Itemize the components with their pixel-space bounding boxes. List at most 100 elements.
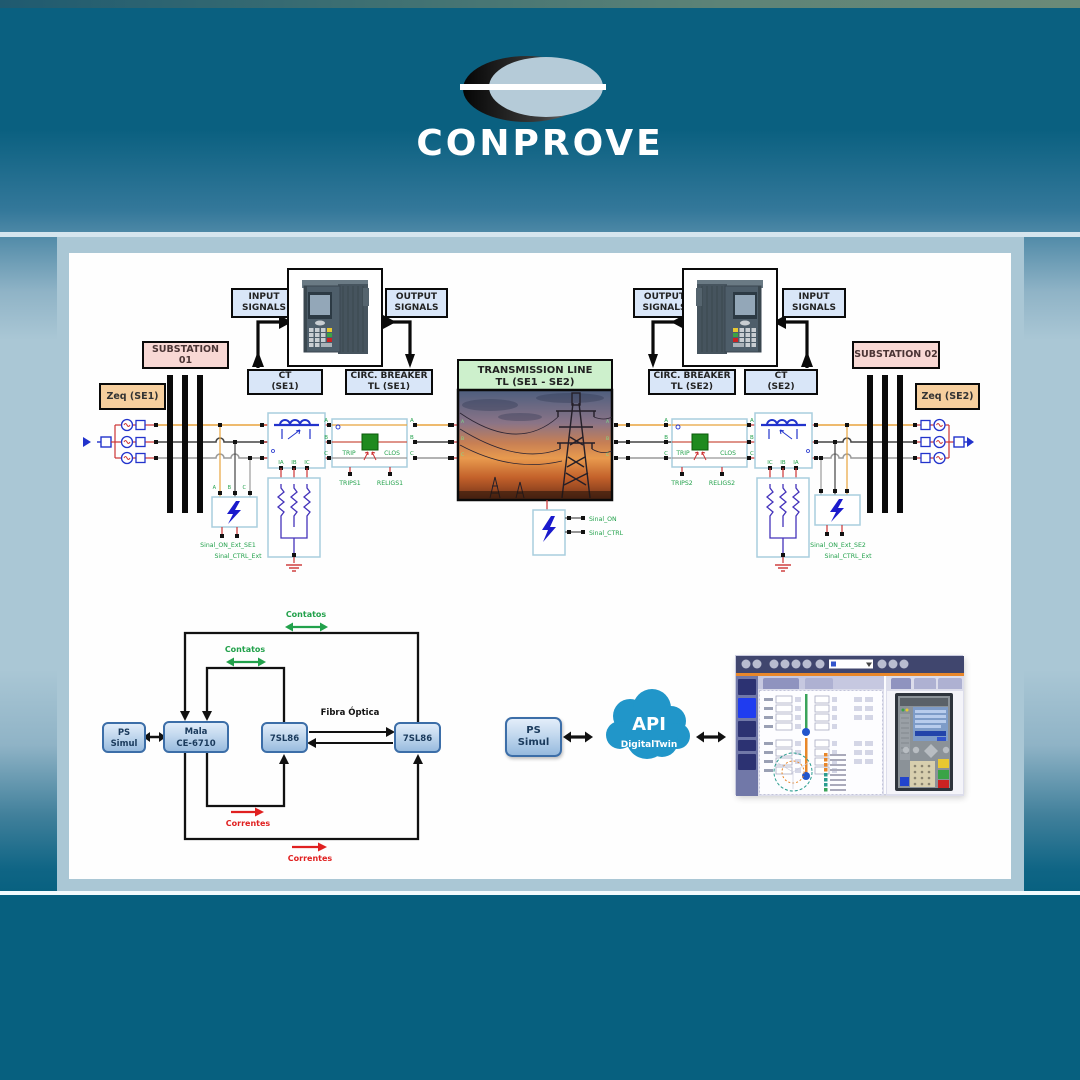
top-gradient-band bbox=[0, 0, 1080, 8]
tab-hmi bbox=[891, 678, 911, 689]
brk1-port: A bbox=[410, 418, 414, 424]
relay-hmi-image bbox=[895, 693, 953, 791]
input-signals-l1: INPUT bbox=[248, 292, 280, 303]
circ-breaker-se2-l1: CIRC. BREAKER bbox=[653, 371, 731, 382]
fault1-port-a: A bbox=[213, 485, 217, 491]
ct2-ic: IC bbox=[767, 460, 773, 466]
transmission-tower-photo bbox=[456, 388, 614, 502]
zeq-se1-label: Zeq (SE1) bbox=[99, 383, 166, 410]
religs1-label: RELIGS1 bbox=[377, 480, 403, 487]
sinal-on-label: Sinal_ON bbox=[589, 516, 617, 523]
test-setup-diagram-svg: Fibra Óptica Contatos Contatos Correntes bbox=[102, 610, 441, 863]
sinal-ctrl-label: Sinal_CTRL bbox=[589, 530, 624, 537]
breaker2-trip: TRIP bbox=[675, 450, 690, 457]
breaker-state-square bbox=[691, 433, 709, 451]
output-signals-l2: SIGNALS bbox=[394, 303, 439, 313]
input-signals-l2: SIGNALS bbox=[242, 303, 286, 313]
phasor-diagram bbox=[773, 752, 846, 792]
sidebar-button-active bbox=[738, 698, 756, 718]
ct-se2-l1: CT bbox=[774, 371, 788, 382]
brk1-port: B bbox=[410, 435, 414, 441]
relay-photo-se1 bbox=[287, 268, 383, 367]
ground-icon bbox=[775, 564, 791, 572]
substation-02-label: SUBSTATION 02 bbox=[852, 341, 940, 369]
circ-breaker-se1-l1: CIRC. BREAKER bbox=[350, 371, 428, 382]
ct-se2-block: IC IB IA bbox=[747, 412, 818, 470]
hmi-green-key bbox=[938, 770, 949, 779]
api-digitaltwin-cloud: API DigitalTwin bbox=[606, 689, 690, 759]
tl-title-1: TRANSMISSION LINE bbox=[478, 365, 593, 376]
relay-photo-se2 bbox=[682, 268, 778, 367]
fibra-arrows bbox=[307, 727, 395, 748]
relay-right-label: 7SL86 bbox=[403, 734, 432, 744]
relay-mid-label: 7SL86 bbox=[270, 734, 299, 744]
output-signals-l1: OUTPUT bbox=[643, 292, 686, 303]
lightning-icon bbox=[830, 499, 844, 522]
correntes-outer-label: Correntes bbox=[288, 854, 333, 863]
screenshot-main-panel bbox=[758, 676, 884, 796]
relay-signal-arrowheads bbox=[252, 315, 813, 368]
ps-simul-screenshot bbox=[735, 655, 964, 796]
tab-binary bbox=[805, 678, 833, 689]
ct-se1-label: CT (SE1) bbox=[247, 369, 323, 395]
ct-se1-l1: CT bbox=[278, 371, 292, 382]
loop-arrowheads bbox=[180, 711, 423, 764]
sidebar-button bbox=[738, 679, 756, 695]
sinal-on-ext-se1-label: Sinal_ON_Ext_SE1 bbox=[200, 542, 256, 549]
ps-l2: Simul bbox=[111, 739, 138, 749]
zeq-se2-text: Zeq (SE2) bbox=[921, 390, 974, 402]
breaker1-trip: TRIP bbox=[341, 450, 356, 457]
substation-02-text: SUBSTATION 02 bbox=[854, 349, 938, 361]
ps-mala-arrow bbox=[143, 732, 166, 742]
brk2-port: B bbox=[750, 435, 754, 441]
api-label: API bbox=[632, 714, 666, 735]
ct1-ib: IB bbox=[291, 460, 297, 466]
phasor-legend bbox=[824, 753, 846, 792]
tl-port: A bbox=[606, 419, 610, 425]
breaker-se2-block: TRIP CLOS TRIPS2 RELIGS2 A B C A B C bbox=[664, 418, 754, 487]
logo-stripe bbox=[460, 84, 606, 90]
brk2-port: B bbox=[664, 435, 668, 441]
sinal-ctrl-ext-se2-label: Sinal_CTRL_Ext bbox=[824, 553, 872, 560]
relay-device-image bbox=[696, 279, 763, 354]
fault1-port-b: B bbox=[228, 485, 232, 491]
source-se1 bbox=[83, 418, 158, 465]
output-signals-l1: OUTPUT bbox=[395, 292, 438, 303]
substation-01-label: SUBSTATION 01 bbox=[142, 341, 229, 369]
breaker-state-square bbox=[361, 433, 379, 451]
ct2-ib: IB bbox=[780, 460, 786, 466]
wires-se1 bbox=[158, 424, 268, 459]
brk2-port: C bbox=[750, 451, 754, 457]
fibra-optica-label: Fibra Óptica bbox=[321, 706, 380, 718]
transmission-line-block: TRANSMISSION LINE TL (SE1 - SE2) bbox=[450, 359, 618, 502]
mala-l1: Mala bbox=[185, 727, 208, 737]
brk2-port: C bbox=[664, 451, 668, 457]
brk2-port: A bbox=[750, 418, 754, 424]
zeq-se2-label: Zeq (SE2) bbox=[915, 383, 980, 410]
brk2-port: A bbox=[664, 418, 668, 424]
ct-se1-block: IA IB IC bbox=[260, 412, 332, 470]
burden-se2-block bbox=[756, 468, 810, 572]
tab-binary-2 bbox=[914, 678, 936, 689]
burden-se1-block bbox=[267, 468, 321, 572]
toolbar-accent-strip bbox=[736, 673, 964, 676]
tl-title-2: TL (SE1 - SE2) bbox=[496, 377, 575, 388]
busbars-se1 bbox=[167, 375, 203, 513]
correntes-inner-label: Correntes bbox=[226, 819, 271, 828]
contatos-outer-label: Contatos bbox=[286, 610, 327, 619]
contatos-inner-label: Contatos bbox=[225, 645, 266, 654]
screenshot-toolbar bbox=[736, 656, 964, 673]
sinal-ctrl-ext-se1-label: Sinal_CTRL_Ext bbox=[214, 553, 262, 560]
form-and-phasor-area bbox=[759, 690, 883, 795]
tl-port: B bbox=[461, 436, 464, 442]
relay-7sl86-mid-box: 7SL86 bbox=[261, 722, 308, 753]
brk1-port: C bbox=[410, 451, 414, 457]
fault-block-se1: A B C Sinal_ON_Ext_SE1 Sinal_CTRL_Ext bbox=[200, 423, 262, 560]
ps-l1: PS bbox=[526, 724, 541, 736]
ct-se2-l2: (SE2) bbox=[767, 382, 795, 392]
brk1-port: C bbox=[324, 451, 328, 457]
mala-ce6710-box: Mala CE-6710 bbox=[163, 721, 229, 753]
fault-block-se2: Sinal_ON_Ext_SE2 Sinal_CTRL_Ext bbox=[810, 423, 872, 560]
fault1-port-c: C bbox=[243, 485, 247, 491]
